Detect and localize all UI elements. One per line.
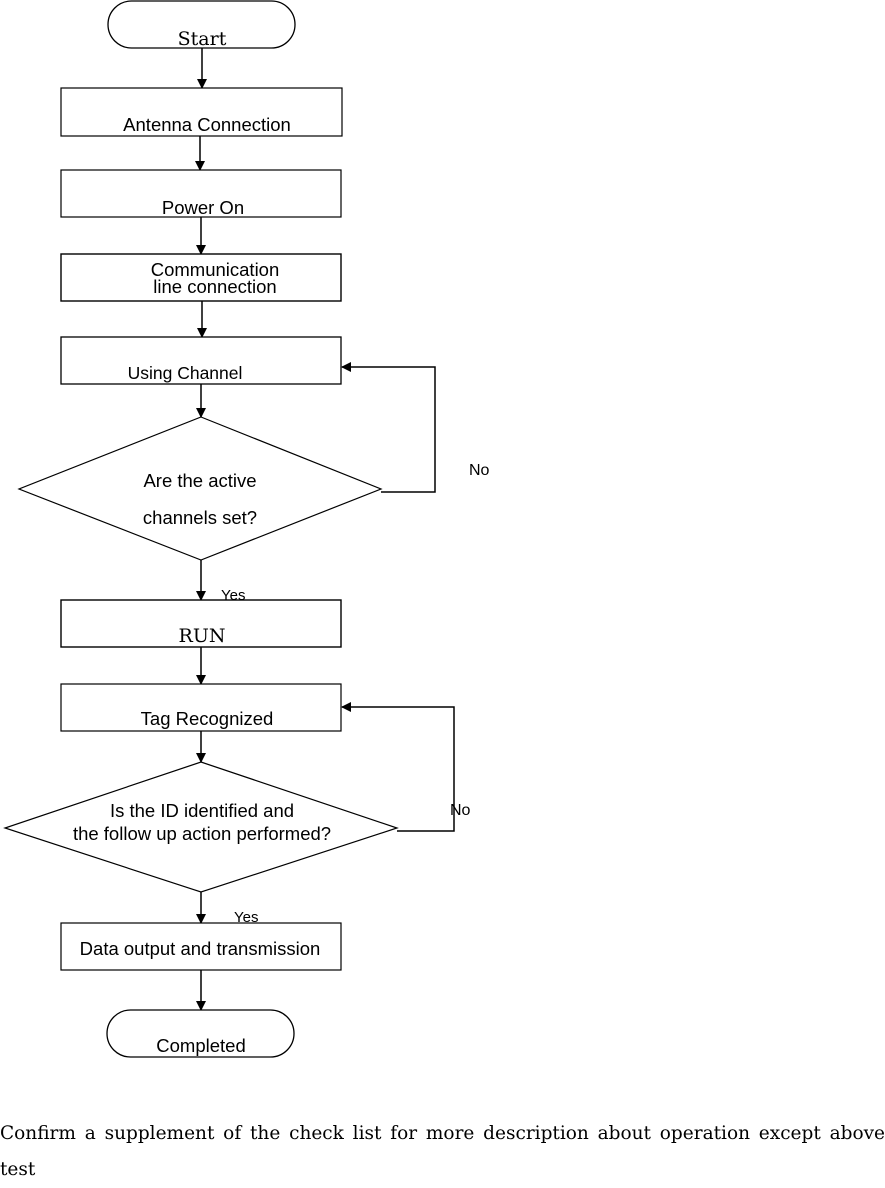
yes-label-id: Yes — [234, 909, 258, 926]
start-label: Start — [178, 28, 227, 50]
antenna-connection-box — [60, 87, 343, 137]
decision-id-identified-label-2: the follow up action performed? — [73, 823, 331, 844]
no-loop-channels — [341, 362, 436, 493]
flowchart: Start Antenna Connection Power On Commun… — [3, 0, 490, 1058]
communication-line-box — [60, 253, 342, 302]
decision-active-channels-label-1: Are the active — [143, 470, 256, 491]
decision-active-channels-label-2: channels set? — [143, 507, 257, 528]
no-label-channels: No — [469, 462, 490, 479]
using-channel-box — [60, 336, 342, 385]
decision-id-identified-label-1: Is the ID identified and — [110, 800, 294, 821]
supplement-note: Confirm a supplement of the check list f… — [0, 1123, 885, 1180]
run-label: RUN — [179, 625, 226, 647]
completed-terminator — [106, 1009, 295, 1058]
antenna-connection-label: Antenna Connection — [123, 114, 291, 135]
data-output-label: Data output and transmission — [80, 938, 321, 959]
no-loop-id — [341, 702, 455, 832]
data-output-box — [60, 922, 342, 971]
run-box — [60, 599, 342, 648]
completed-label: Completed — [156, 1035, 245, 1056]
tag-recognized-box — [60, 683, 342, 732]
power-on-label: Power On — [162, 197, 244, 218]
communication-line-label-1: Communication — [151, 259, 280, 280]
no-label-id: No — [450, 802, 471, 819]
using-channel-label: Using Channel — [128, 363, 243, 383]
communication-line-label-2: line connection — [153, 276, 276, 297]
tag-recognized-label: Tag Recognized — [141, 708, 274, 729]
